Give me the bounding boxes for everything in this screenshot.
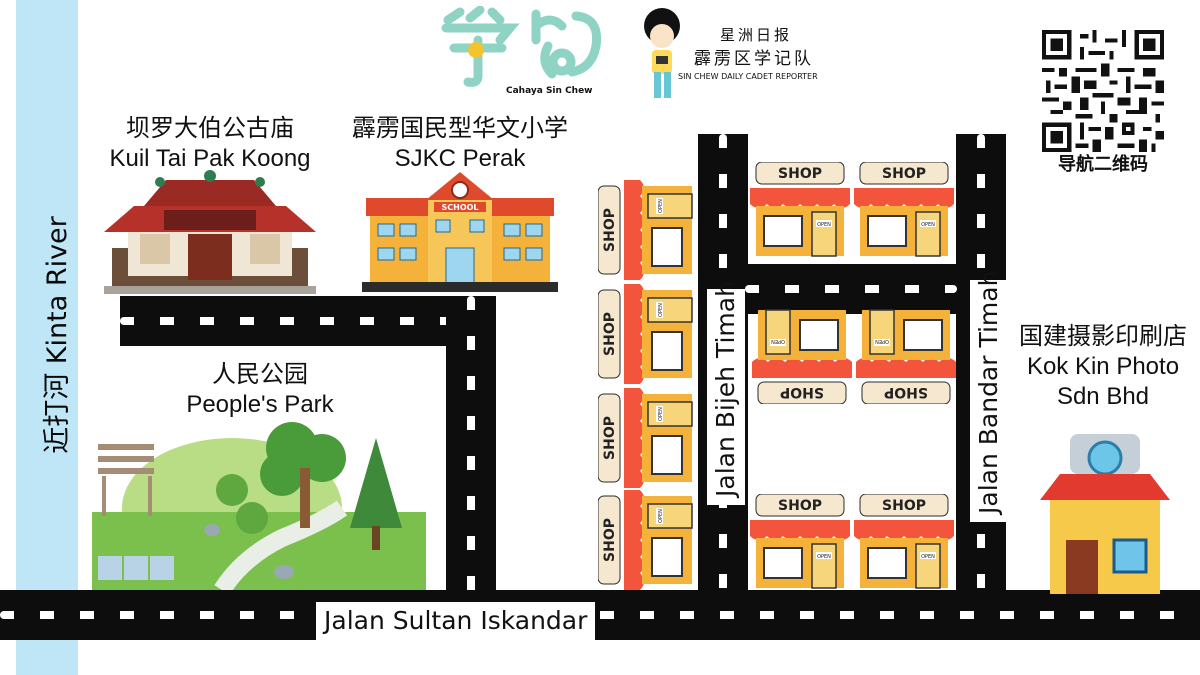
svg-text:OPEN: OPEN [921, 554, 935, 560]
shop-mid-2[interactable]: SHOP OPEN [856, 308, 956, 404]
street-label-bandar-timah: Jalan Bandar Timah [970, 271, 1008, 522]
temple-label: 坝罗大伯公古庙 Kuil Tai Pak Koong [90, 114, 330, 174]
svg-text:OPEN: OPEN [875, 338, 889, 344]
shop-left-2[interactable]: SHOP OPEN [598, 284, 694, 384]
cadet-english: SIN CHEW DAILY CADET REPORTER [678, 72, 818, 81]
svg-text:OPEN: OPEN [658, 303, 664, 317]
svg-text:SHOP: SHOP [882, 166, 926, 182]
svg-text:SHOP: SHOP [882, 498, 926, 514]
svg-text:OPEN: OPEN [817, 554, 831, 560]
svg-text:OPEN: OPEN [658, 199, 664, 213]
river-label: 近打河 Kinta River [42, 216, 73, 454]
qr-label: 导航二维码 [1058, 154, 1148, 175]
school-label: 霹雳国民型华文小学 SJKC Perak [322, 114, 598, 174]
brand-caption: Cahaya Sin Chew [506, 86, 593, 96]
svg-text:SHOP: SHOP [602, 208, 618, 252]
road-park-connector [446, 296, 496, 596]
road-jalan-sultan-iskandar [0, 590, 1200, 640]
svg-text:OPEN: OPEN [771, 338, 785, 344]
school-illustration[interactable]: SCHOOL [362, 170, 558, 294]
photo-shop-label: 国建摄影印刷店 Kok Kin Photo Sdn Bhd [1010, 322, 1196, 412]
svg-text:OPEN: OPEN [658, 509, 664, 523]
shop-top-2[interactable]: SHOP OPEN [854, 162, 954, 258]
shop-bottom-2[interactable]: SHOP OPEN [854, 494, 954, 590]
street-label-sultan-iskandar: Jalan Sultan Iskandar [316, 602, 596, 640]
shop-left-4[interactable]: SHOP OPEN [598, 490, 694, 590]
svg-text:SHOP: SHOP [602, 518, 618, 562]
road-upper-left [120, 296, 480, 346]
school-name-en: SJKC Perak [394, 145, 526, 172]
svg-text:SHOP: SHOP [778, 498, 822, 514]
shop-left-3[interactable]: SHOP OPEN [598, 388, 694, 488]
photo-shop-name-en-2: Sdn Bhd [1056, 383, 1150, 410]
park-illustration[interactable] [92, 418, 426, 590]
svg-text:SHOP: SHOP [778, 166, 822, 182]
cadet-reporter-avatar [644, 8, 680, 98]
photo-shop-name-en-1: Kok Kin Photo [1026, 353, 1180, 380]
temple-illustration[interactable] [104, 170, 316, 294]
school-name-zh: 霹雳国民型华文小学 [352, 115, 568, 142]
road-cross-street [745, 264, 957, 314]
school-sign: SCHOOL [441, 203, 478, 212]
park-name-zh: 人民公园 [212, 361, 308, 388]
svg-text:OPEN: OPEN [921, 222, 935, 228]
cahaya-logo [441, 6, 602, 87]
street-label-bijeh-timah: Jalan Bijeh Timah [707, 281, 745, 505]
shop-mid-1[interactable]: SHOP OPEN [752, 308, 852, 404]
shop-bottom-1[interactable]: SHOP OPEN [750, 494, 850, 590]
temple-name-en: Kuil Tai Pak Koong [109, 145, 311, 172]
park-label: 人民公园 People's Park [150, 360, 370, 420]
svg-text:SHOP: SHOP [780, 384, 824, 400]
svg-text:OPEN: OPEN [817, 222, 831, 228]
shop-left-1[interactable]: SHOP OPEN [598, 180, 694, 280]
svg-text:SHOP: SHOP [884, 384, 928, 400]
photo-shop-illustration[interactable] [1040, 430, 1170, 594]
cadet-title: 霹雳区学记队 [694, 49, 814, 69]
svg-text:SHOP: SHOP [602, 416, 618, 460]
navigation-qr-code[interactable] [1042, 30, 1164, 152]
svg-text:SHOP: SHOP [602, 312, 618, 356]
kinta-river [16, 0, 78, 675]
park-name-en: People's Park [186, 391, 334, 418]
temple-name-zh: 坝罗大伯公古庙 [126, 115, 294, 142]
paper-name: 星洲日报 [720, 26, 793, 44]
shop-top-1[interactable]: SHOP OPEN [750, 162, 850, 258]
photo-shop-name-zh: 国建摄影印刷店 [1019, 323, 1187, 350]
svg-text:OPEN: OPEN [658, 407, 664, 421]
